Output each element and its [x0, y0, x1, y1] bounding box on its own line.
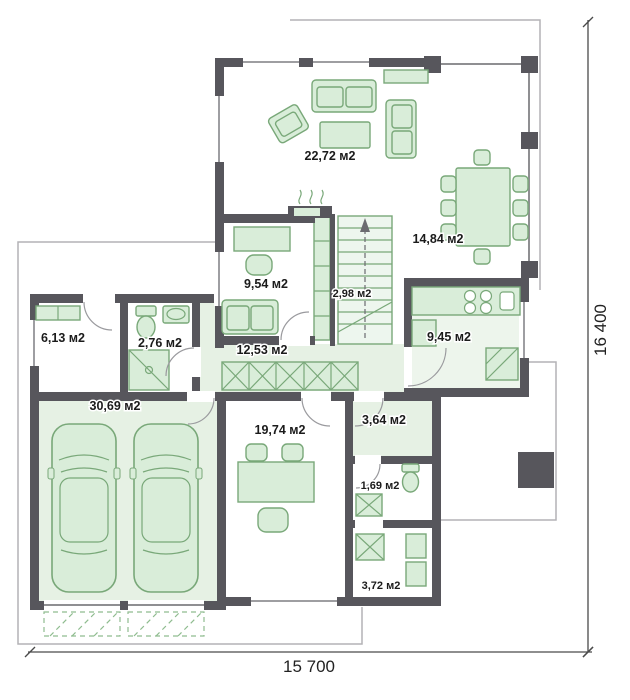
fireplace [288, 189, 332, 218]
chair [473, 149, 491, 166]
sink [162, 305, 190, 324]
coffee-table [319, 121, 371, 149]
room-label-utility: 6,13 м2 [41, 331, 85, 345]
corner-cabinet [485, 347, 519, 381]
washer-box [355, 533, 385, 561]
chair [512, 199, 529, 217]
kitchen-sink [499, 291, 515, 311]
room-label-dining: 14,84 м2 [413, 232, 464, 246]
room-label-stairs: 2,98 м2 [333, 288, 372, 300]
roof-outline [17, 19, 557, 645]
living-room-furniture [267, 69, 429, 159]
kitchen-door [407, 347, 447, 387]
office-furniture [237, 443, 315, 533]
chair [440, 199, 457, 217]
stair-shelf [313, 215, 331, 341]
chair [245, 443, 268, 462]
garage-door [187, 397, 215, 425]
wc-door [355, 463, 381, 489]
hallway-wardrobe [221, 361, 359, 391]
room-label-kitchen: 9,45 м2 [427, 330, 471, 344]
room-label-wc: 1,69 м2 [361, 480, 400, 492]
dimension-width-label: 15 700 [283, 657, 335, 676]
dining-furniture [440, 149, 529, 265]
pillars [424, 56, 554, 488]
boiler-room-equipment [355, 533, 427, 587]
toilet [401, 463, 420, 493]
cabinet-furniture [221, 226, 291, 335]
sofa [221, 299, 279, 335]
dining-table [455, 167, 511, 247]
chair [440, 175, 457, 193]
fridge [411, 319, 437, 347]
windows [33, 61, 525, 602]
chair [440, 223, 457, 241]
room-label-living: 22,72 м2 [305, 149, 356, 163]
room-label-garage: 30,69 м2 [90, 399, 141, 413]
dimension-height-label: 16 400 [591, 304, 610, 356]
toilet [135, 305, 157, 339]
desk [233, 226, 291, 252]
office-desk [237, 461, 315, 503]
washing-machine [355, 493, 383, 517]
room-label-boiler: 3,72 м2 [362, 580, 401, 592]
dimension-right: 16 400 [582, 16, 610, 658]
chair [512, 223, 529, 241]
kitchen-furniture [411, 286, 521, 381]
office-chair [257, 507, 289, 533]
desk-chair [245, 254, 273, 276]
shower [128, 349, 170, 391]
bathroom-fixtures [128, 305, 190, 391]
glass-walls [441, 63, 530, 261]
dimension-bottom: 15 700 [24, 646, 594, 676]
stairs-direction-arrow [360, 218, 370, 232]
sofa [311, 79, 377, 113]
entry-door [83, 301, 113, 331]
water-tank [405, 561, 427, 587]
car [129, 423, 203, 593]
staircase [313, 215, 393, 345]
chimney-pillar [518, 452, 554, 488]
chair [512, 175, 529, 193]
armchair [267, 104, 309, 144]
room-label-laundry: 3,64 м2 [362, 413, 406, 427]
car [47, 423, 121, 593]
bathroom-door [165, 347, 195, 377]
room-labels: 22,72 м2 14,84 м2 9,54 м2 2,98 м2 9,45 м… [39, 148, 472, 594]
stove-burners [463, 289, 493, 315]
room-label-hallway: 12,53 м2 [237, 343, 288, 357]
cabinet-door [280, 311, 310, 341]
chair [473, 248, 491, 265]
office-door [301, 397, 331, 427]
laundry-door [354, 397, 384, 427]
garage-gates [43, 604, 205, 637]
utility-furniture [35, 305, 81, 321]
door-arcs [83, 301, 447, 489]
sideboard [383, 69, 429, 84]
room-label-office: 19,74 м2 [255, 423, 306, 437]
wc-fixtures [355, 463, 420, 517]
room-label-bathroom: 2,76 м2 [138, 336, 182, 350]
sofa [385, 99, 417, 159]
room-label-cabinet: 9,54 м2 [244, 277, 288, 291]
boiler [405, 533, 427, 559]
chair [281, 443, 304, 462]
